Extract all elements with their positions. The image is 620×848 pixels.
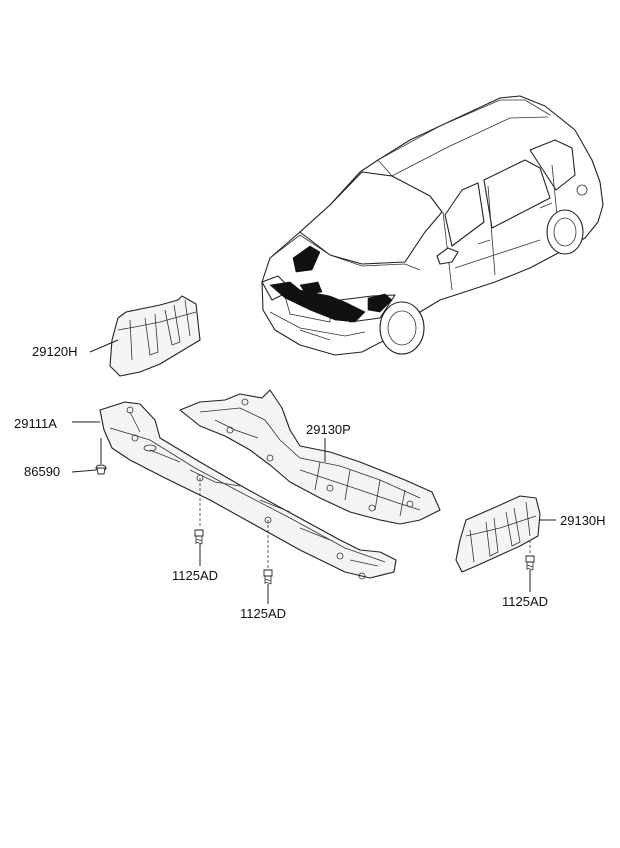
bolt-1125ad-c bbox=[525, 555, 535, 571]
callout-1125ad-front-b: 1125AD bbox=[240, 606, 286, 621]
callout-86590: 86590 bbox=[24, 464, 60, 479]
bolt-1125ad-a bbox=[194, 529, 204, 545]
callout-1125ad-rh: 1125AD bbox=[502, 594, 548, 609]
under-cover-front-panel bbox=[99, 401, 397, 580]
clip-86590 bbox=[95, 464, 107, 475]
leader-lines bbox=[71, 339, 556, 604]
under-cover-center-panel bbox=[179, 389, 441, 525]
engine-side-cover-lh bbox=[109, 295, 201, 377]
vehicle-illustration bbox=[261, 95, 604, 356]
callout-29111a: 29111A bbox=[14, 416, 57, 431]
bolt-1125ad-b bbox=[263, 569, 273, 585]
engine-side-cover-rh bbox=[455, 495, 541, 573]
callout-1125ad-front-a: 1125AD bbox=[172, 568, 218, 583]
callout-29130h: 29130H bbox=[560, 513, 606, 528]
callout-29130p: 29130P bbox=[306, 422, 351, 437]
callout-29120h: 29120H bbox=[32, 344, 78, 359]
